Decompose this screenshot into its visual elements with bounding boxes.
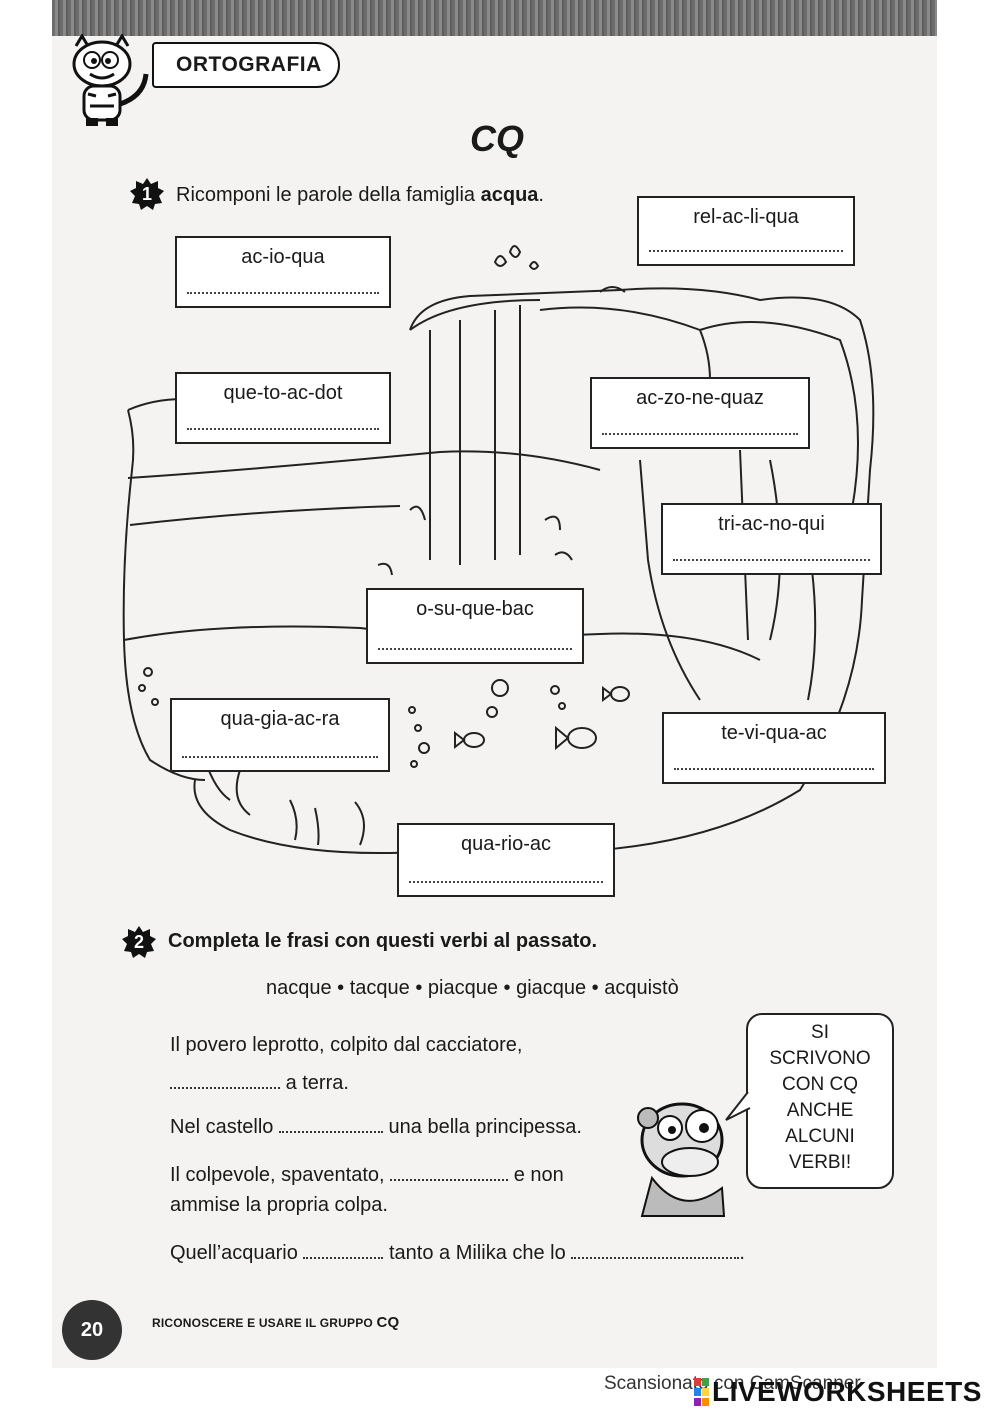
word-box-7: qua-gia-ac-ra — [170, 698, 390, 772]
word-box-5: tri-ac-no-qui — [661, 503, 882, 575]
word-label: ac-zo-ne-quaz — [636, 387, 764, 409]
answer-line[interactable] — [182, 756, 378, 758]
word-label: ac-io-qua — [241, 246, 325, 268]
exercise-2-number: 2 — [133, 932, 144, 952]
word-box-1: rel-ac-li-qua — [637, 196, 855, 266]
page-number: 20 — [80, 1319, 104, 1341]
word-label: rel-ac-li-qua — [693, 206, 799, 228]
exercise-1-instruction: Ricomponi le parole della famiglia acqua… — [176, 184, 544, 206]
sentence-3-line-2: ammise la propria colpa. — [170, 1194, 388, 1216]
answer-line[interactable] — [602, 433, 798, 435]
exercise-2-instruction: Completa le frasi con questi verbi al pa… — [168, 930, 598, 952]
sentence-1-line-1: Il povero leprotto, colpito dal cacciato… — [170, 1034, 523, 1056]
speech-bubble-tail-icon — [725, 1091, 751, 1121]
word-label: tri-ac-no-qui — [718, 513, 825, 535]
tiger-mascot-icon — [72, 34, 149, 126]
answer-blank[interactable] — [303, 1243, 384, 1259]
answer-line[interactable] — [673, 559, 870, 561]
answer-blank[interactable] — [170, 1073, 280, 1089]
exercise-1-badge-icon — [130, 178, 164, 210]
sentence-1-line-2: a terra. — [170, 1072, 349, 1095]
liveworksheets-brand: LIVEWORKSHEETS — [712, 1376, 982, 1407]
word-box-2: ac-io-qua — [175, 236, 391, 308]
verb-list: nacque • tacque • piacque • giacque • ac… — [266, 977, 679, 999]
answer-line[interactable] — [409, 881, 603, 883]
speech-bubble — [746, 1013, 894, 1189]
answer-line[interactable] — [674, 768, 874, 770]
word-label: qua-gia-ac-ra — [220, 708, 340, 730]
section-tab — [152, 42, 340, 88]
page-number-badge — [62, 1300, 122, 1360]
word-label: te-vi-qua-ac — [721, 722, 827, 744]
answer-blank[interactable] — [278, 1117, 383, 1133]
word-box-8: te-vi-qua-ac — [662, 712, 886, 784]
monkey-mascot-icon — [637, 1102, 726, 1217]
answer-line[interactable] — [187, 428, 379, 430]
answer-blank[interactable] — [571, 1243, 740, 1259]
answer-line[interactable] — [378, 648, 572, 650]
answer-line[interactable] — [187, 292, 379, 294]
sentence-4: Quell’acquario tanto a Milika che lo . — [170, 1242, 745, 1264]
liveworksheets-logo-icon — [694, 1378, 709, 1406]
word-label: o-su-que-bac — [416, 598, 534, 620]
section-label: ORTOGRAFIA — [176, 53, 322, 76]
footer-text: RICONOSCERE E USARE IL GRUPPO CQ — [152, 1314, 400, 1331]
word-box-4: ac-zo-ne-quaz — [590, 377, 810, 449]
exercise-1-number: 1 — [141, 184, 152, 204]
exercise-2-badge-icon — [122, 926, 156, 958]
top-border — [52, 0, 937, 36]
word-box-6: o-su-que-bac — [366, 588, 584, 664]
waterfall-illustration — [122, 245, 875, 855]
word-label: qua-rio-ac — [460, 833, 552, 855]
page-title: CQ — [470, 118, 524, 159]
sentence-2: Nel castello una bella principessa. — [170, 1116, 582, 1138]
answer-blank[interactable] — [390, 1165, 509, 1181]
word-box-9: qua-rio-ac — [397, 823, 615, 897]
word-label: que-to-ac-dot — [223, 382, 343, 404]
word-box-3: que-to-ac-dot — [175, 372, 391, 444]
sentence-3-line-1: Il colpevole, spaventato, e non — [170, 1164, 564, 1186]
scanner-watermark: Scansionato con CamScanner — [604, 1373, 861, 1394]
answer-line[interactable] — [649, 250, 843, 252]
